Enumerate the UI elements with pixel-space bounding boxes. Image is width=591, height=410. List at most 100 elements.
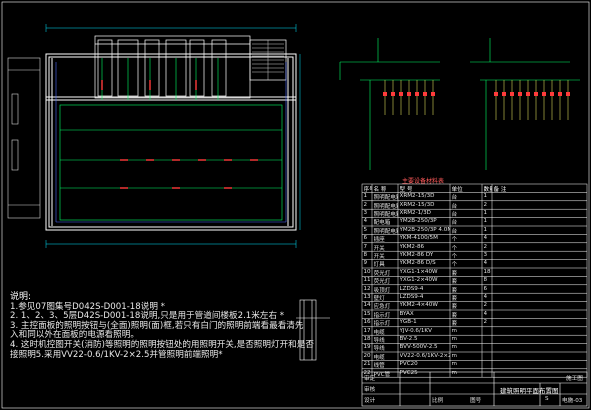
- table-cell: 照明配电箱: [373, 212, 398, 218]
- table-cell: m: [451, 336, 457, 342]
- table-cell: 8: [363, 252, 368, 258]
- note-line: 入和同以外在面板的电源看照明。: [10, 330, 139, 341]
- table-cell: 应急灯: [373, 304, 391, 311]
- table-cell: 台: [451, 195, 458, 202]
- table-cell: 个: [451, 262, 458, 269]
- table-cell: 开关: [373, 245, 385, 252]
- equipment-table-grid: [361, 183, 588, 378]
- table-cell: 20: [363, 352, 371, 359]
- table-cell: 1: [483, 218, 488, 225]
- table-header-cell: 型 号: [399, 186, 413, 193]
- table-cell: XRM2-15/3D: [399, 201, 435, 208]
- table-cell: 吸顶灯: [373, 287, 391, 294]
- table-cell: YKM2-86 DY: [399, 252, 434, 258]
- table-cell: 8: [483, 277, 488, 284]
- table-header-cell: 序号: [363, 186, 372, 193]
- note-line: 1.参见07图集号D042S-D001-18说明 *: [10, 301, 165, 312]
- table-cell: 套: [451, 321, 458, 328]
- table-cell: 电缆: [373, 354, 385, 361]
- drawing-sheet: S: [545, 396, 549, 402]
- top-rooms: [94, 35, 287, 99]
- table-cell: 6: [483, 285, 488, 292]
- table-cell: 3: [483, 252, 488, 258]
- table-cell: 1: [363, 193, 368, 200]
- table-cell: 套: [451, 304, 458, 311]
- lamp-fixtures: [101, 80, 258, 189]
- table-cell: 套: [451, 279, 458, 286]
- table-cell: 4: [483, 294, 488, 300]
- note-line: 4. 这时机控图开关(消防)等照明的照明按钮处的用照明开关,是否照明灯开和是否: [10, 339, 314, 350]
- table-cell: XRM2-15/3D: [399, 193, 435, 200]
- table-cell: PVC20: [399, 361, 418, 368]
- table-cell: 台: [451, 203, 458, 210]
- wiring-green: [59, 58, 283, 221]
- tb-label: 图号: [470, 398, 482, 404]
- tb-label: 设计: [364, 398, 376, 404]
- tb-label: 审核: [364, 387, 376, 393]
- table-header-cell: 名 称: [373, 186, 387, 193]
- single-line-diagram-1-feeders: [384, 80, 434, 115]
- building-walls: [45, 53, 297, 231]
- table-cell: BV-2.5: [399, 336, 418, 342]
- table-cell: 19: [363, 344, 371, 351]
- single-line-diagram-2: [470, 38, 580, 170]
- table-cell: VV22-0.6/1KV-2×2.5: [399, 352, 450, 359]
- table-header-cell: 备 注: [493, 186, 507, 193]
- table-cell: YM2B-250/3P 4.0M: [399, 226, 450, 233]
- table-cell: YKM2-86 D/S: [399, 260, 436, 267]
- table-cell: LZDS9-4: [399, 294, 424, 300]
- table-cell: 灯具: [373, 262, 385, 269]
- table-cell: 照明配电箱: [373, 203, 398, 210]
- left-wing: [7, 57, 41, 219]
- table-cell: 4: [483, 235, 488, 242]
- table-cell: 1: [483, 193, 488, 200]
- table-cell: 1: [483, 226, 488, 233]
- table-cell: 21: [363, 361, 371, 368]
- diagram-breakers: [383, 92, 570, 96]
- table-cell: m: [451, 352, 457, 359]
- table-cell: 照明配电箱: [373, 228, 398, 235]
- table-cell: 2: [483, 319, 488, 326]
- table-cell: 照明配电箱: [373, 195, 398, 202]
- table-cell: 17: [363, 327, 371, 334]
- table-cell: PVC管: [373, 371, 391, 378]
- table-cell: m: [451, 369, 457, 376]
- equipment-table-title: 主要设备材料表: [402, 178, 445, 185]
- single-line-diagram-2-feeders: [495, 80, 569, 120]
- notes-title: 说明:: [10, 292, 32, 302]
- table-cell: 台: [451, 228, 458, 235]
- table-cell: PVC25: [399, 369, 418, 376]
- table-cell: 13: [363, 294, 371, 300]
- single-line-diagram-1: [339, 38, 440, 170]
- table-cell: m: [451, 361, 457, 368]
- table-cell: 套: [451, 312, 458, 319]
- note-line: 3. 主控面板的照明按钮与(全面)照明(面)框,若只有白门的照明前端看最看清先: [10, 320, 304, 331]
- table-cell: 5: [363, 226, 368, 233]
- title-block: [361, 371, 588, 407]
- table-cell: 6: [363, 235, 368, 242]
- table-cell: 4: [483, 310, 488, 317]
- table-cell: 18: [483, 268, 491, 275]
- table-cell: XRM2-1/3D: [399, 210, 431, 216]
- table-cell: YKM2-4×40W: [399, 302, 438, 309]
- drawing-name: 建筑照明平面布置图: [500, 387, 559, 395]
- table-cell: 指示灯: [373, 312, 391, 319]
- table-cell: 4: [363, 218, 368, 225]
- table-cell: 套: [451, 296, 458, 302]
- table-cell: 配电箱: [373, 220, 391, 227]
- table-cell: 开关: [373, 254, 385, 260]
- table-cell: 指示灯: [373, 321, 391, 328]
- table-cell: 个: [451, 237, 458, 244]
- table-cell: 22: [363, 369, 371, 376]
- table-cell: 插座: [373, 237, 385, 244]
- table-cell: 2: [483, 243, 488, 250]
- design-notes: 说明: 1.参见07图集号D042S-D001-18说明 * 2. 1、2、3、…: [10, 292, 314, 360]
- table-cell: 2: [483, 201, 488, 208]
- table-cell: 7: [363, 243, 368, 250]
- table-cell: m: [451, 327, 457, 334]
- table-cell: 荧光灯: [373, 279, 391, 286]
- table-cell: YKM-4100/5M: [399, 235, 438, 242]
- table-cell: 12: [363, 285, 371, 292]
